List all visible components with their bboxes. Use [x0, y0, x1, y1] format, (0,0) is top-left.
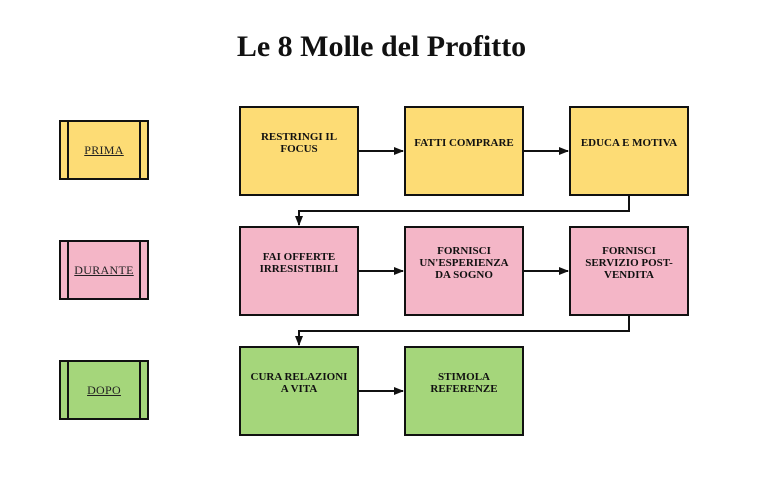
step-restringi-label: RESTRINGI IL FOCUS: [260, 131, 338, 155]
phase-prima-label: PRIMA: [84, 142, 124, 157]
step-stimola-referenze: STIMOLA REFERENZE: [404, 346, 524, 436]
arrow-servizio-to-relazioni: [295, 316, 630, 346]
step-fai-offerte-irresistibili: FAI OFFERTE IRRESISTIBILI: [239, 226, 359, 316]
step-restringi-il-focus: RESTRINGI IL FOCUS: [239, 106, 359, 196]
step-cura-relazioni: CURA RELAZIONI A VITA: [239, 346, 359, 436]
phase-dopo-label: DOPO: [87, 382, 121, 397]
arrow-educa-to-offerte: [295, 196, 630, 226]
step-fatti-comprare: FATTI COMPRARE: [404, 106, 524, 196]
step-esperienza-label: FORNISCI UN'ESPERIENZA DA SOGNO: [419, 245, 509, 281]
step-educa-label: EDUCA E MOTIVA: [580, 137, 678, 149]
step-servizio-label: FORNISCI SERVIZIO POST-VENDITA: [585, 245, 673, 281]
diagram-title: Le 8 Molle del Profitto: [236, 30, 527, 63]
step-referenze-label: STIMOLA REFERENZE: [430, 371, 498, 395]
step-fornisci-esperienza: FORNISCI UN'ESPERIENZA DA SOGNO: [404, 226, 524, 316]
phase-durante-label: DURANTE: [74, 262, 134, 277]
step-fatti-label: FATTI COMPRARE: [414, 137, 514, 149]
phase-dopo: DOPO: [59, 360, 149, 420]
phase-durante: DURANTE: [59, 240, 149, 300]
step-educa-e-motiva: EDUCA E MOTIVA: [569, 106, 689, 196]
step-fornisci-servizio: FORNISCI SERVIZIO POST-VENDITA: [569, 226, 689, 316]
step-offerte-label: FAI OFFERTE IRRESISTIBILI: [259, 251, 339, 275]
step-relazioni-label: CURA RELAZIONI A VITA: [250, 371, 348, 395]
phase-prima: PRIMA: [59, 120, 149, 180]
